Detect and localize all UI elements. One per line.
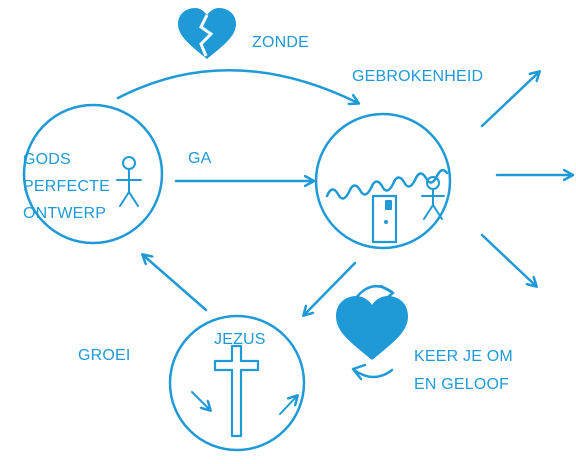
label-perfecte: PERFECTE	[23, 178, 110, 195]
cross-icon	[213, 344, 260, 438]
label-zonde: ZONDE	[252, 34, 309, 51]
inner-arrow-right	[279, 396, 297, 415]
exit-arrow-up	[480, 72, 539, 128]
repent-arrow	[304, 261, 357, 315]
exit-arrow-down	[480, 233, 536, 286]
gods-design-circle	[22, 103, 164, 245]
label-gods: GODS	[23, 151, 71, 168]
broken-wall-squiggle	[325, 168, 449, 200]
brokenness-circle	[314, 112, 452, 250]
stick-figure-icon	[116, 156, 142, 207]
label-groei: GROEI	[78, 347, 131, 364]
label-gebrokenheid: GEBROKENHEID	[352, 68, 483, 85]
heart-icon	[336, 296, 408, 360]
label-keer-je-om: KEER JE OM	[414, 348, 513, 365]
broken-heart-icon	[178, 8, 236, 59]
stick-figure-icon	[421, 176, 445, 220]
door-icon	[371, 194, 398, 244]
jesus-circle	[168, 314, 306, 452]
label-jezus: JEZUS	[214, 331, 266, 348]
label-ga: GA	[188, 150, 212, 167]
growth-arrow	[143, 255, 208, 312]
sin-arrow	[116, 68, 358, 103]
inner-arrow-left	[191, 391, 210, 410]
label-en-geloof: EN GELOOF	[414, 376, 509, 393]
cycle-arrows-icon	[351, 284, 395, 381]
label-ontwerp: ONTWERP	[23, 205, 106, 222]
